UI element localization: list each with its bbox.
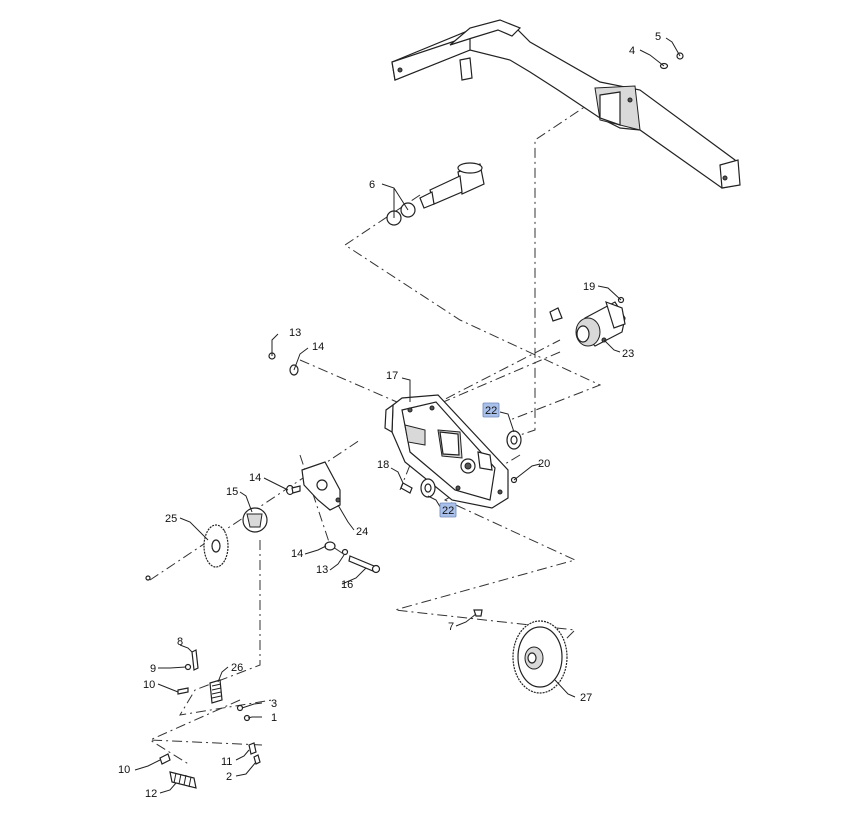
callout-10-lower: 10 [118,764,130,776]
callout-labels: 5 4 6 19 23 13 14 17 22 18 20 22 14 15 2… [118,31,661,800]
callout-21: 18 [377,459,389,471]
clip-3 [236,704,244,712]
clip-9 [184,663,192,671]
washer-14-lower [324,541,336,551]
leader-lines [134,37,681,794]
callout-22-upper-highlight [482,402,500,418]
spring-12 [169,771,197,789]
callout-9: 9 [150,663,156,675]
callout-14-upper: 14 [312,341,324,353]
callout-27: 27 [580,692,592,704]
callout-13-lower: 13 [316,564,328,576]
callout-20: 17 [386,370,398,382]
callout-22-lower: 22 [442,505,454,517]
callout-18: 16 [341,579,353,591]
callout-14-lower: 14 [291,548,303,560]
pin-10-lower [159,753,171,765]
sprocket-17 [242,507,268,533]
callout-11: 11 [221,756,232,768]
pin-10-upper [177,687,189,695]
callout-3: 3 [271,698,277,710]
callout-12: 12 [145,788,157,800]
bolt-16 [285,484,301,496]
clip-2 [253,754,261,765]
callout-24: 24 [356,526,368,538]
sprocket-27 [512,620,568,694]
callout-5: 5 [655,31,661,43]
callout-6: 6 [369,179,375,191]
motor-19 [575,301,626,347]
bushing-22-upper [506,430,522,450]
pin-11 [248,742,257,755]
spring-26 [209,679,223,704]
pin-18 [348,555,381,574]
callout-22-upper: 22 [485,405,497,417]
screw-21 [400,482,413,494]
callout-22-lower-highlight [439,502,457,518]
callout-1: 1 [271,712,277,724]
bolt-sprocket-25 [145,575,151,581]
fitting [549,307,563,322]
callout-23: 20 [538,458,550,470]
bolt-13-lower [341,548,349,556]
callout-2: 2 [226,771,232,783]
pin-8 [191,649,199,671]
callout-19: 23 [622,348,634,360]
callout-17: 15 [226,486,238,498]
housing-20 [384,394,509,509]
bracket-24 [301,461,341,511]
callout-25: 25 [165,513,177,525]
callout-13-upper: 13 [289,327,301,339]
callout-26: 26 [231,662,243,674]
callout-4: 4 [629,45,635,57]
callout-8: 8 [177,636,183,648]
retaining-rings-6 [386,202,416,226]
callout-15: 19 [583,281,595,293]
callout-10-upper: 10 [143,679,155,691]
callout-16: 14 [249,472,261,484]
shaft-assembly [419,162,485,209]
main-frame-tube [391,19,741,189]
callout-7: 7 [448,621,454,633]
sprocket-25 [203,524,229,568]
bushing-22-lower [420,478,436,498]
